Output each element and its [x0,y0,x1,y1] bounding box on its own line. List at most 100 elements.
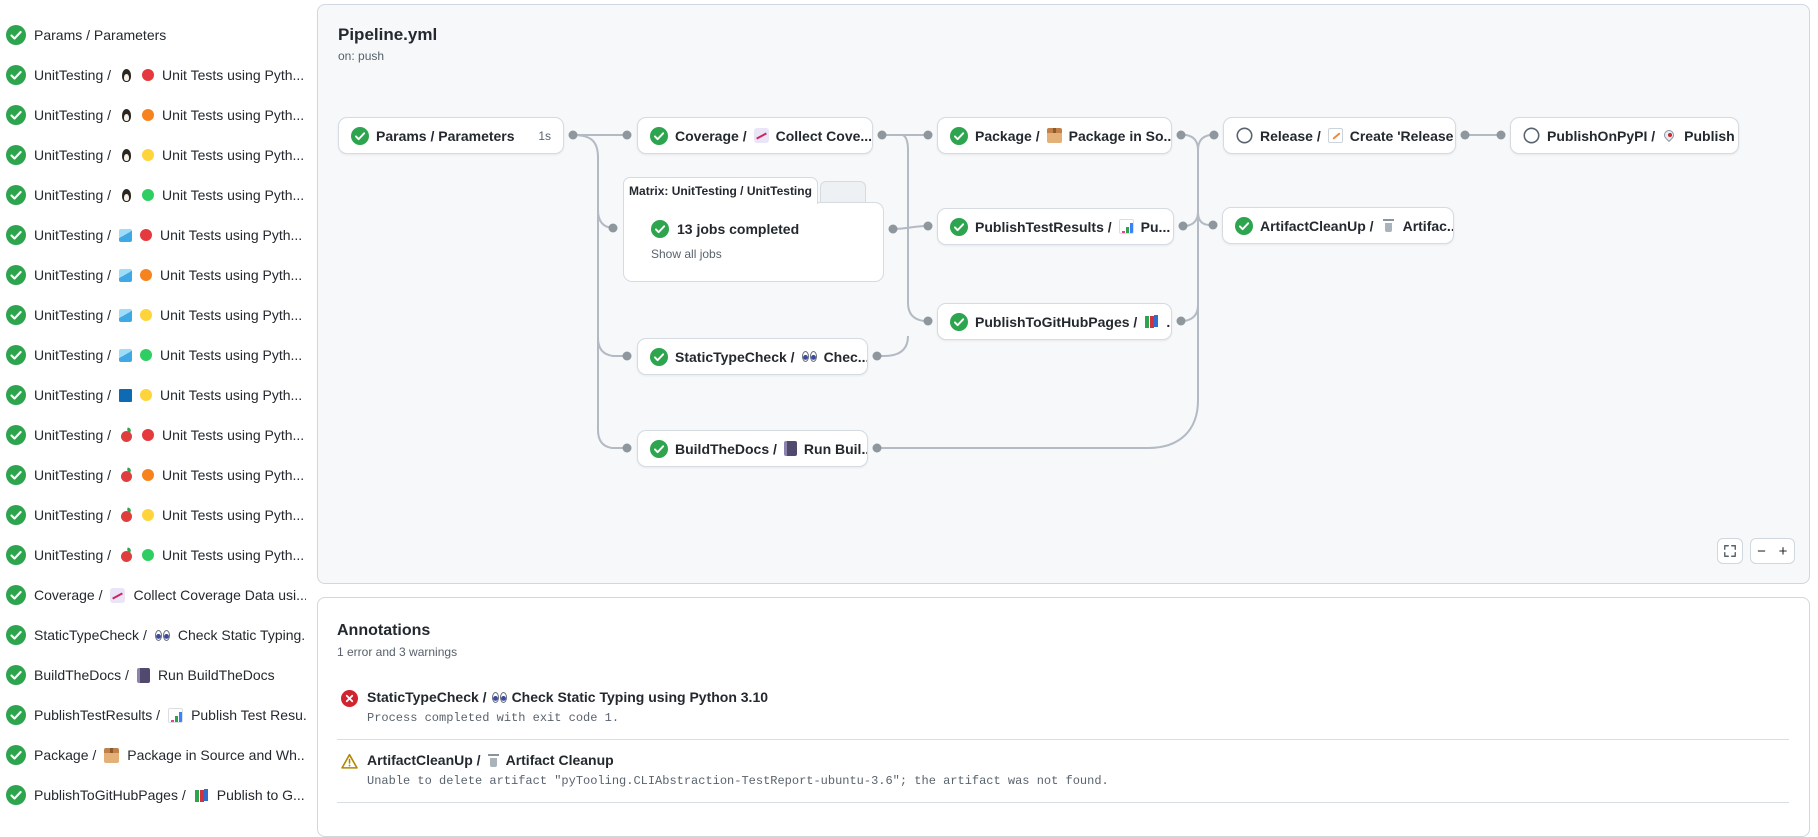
matrix-jobs-count: 13 jobs completed [677,221,800,237]
success-check-icon [6,505,26,525]
python-version-dot [140,389,153,401]
job-node-publishtogithubpages[interactable]: PublishToGitHubPages / ... 13s [937,303,1172,340]
python-version-dot [140,349,153,361]
job-node-coverage[interactable]: Coverage / Collect Cove... 25s [637,117,873,154]
job-duration: 1s [538,128,551,143]
success-check-icon [950,312,968,331]
step-name: Publish Test Resu... [191,707,306,723]
success-check-icon [6,665,26,685]
os-icon [119,148,134,163]
job-name: PublishTestResults / [34,707,161,723]
step-name: Unit Tests using Pyth... [162,547,305,563]
sidebar-job-item[interactable]: PublishTestResults / Publish Test Resu..… [0,695,306,735]
matrix-summary: 13 jobs completed [651,220,883,238]
show-all-jobs-link[interactable]: Show all jobs [651,247,722,261]
sidebar-job-item[interactable]: Coverage / Collect Coverage Data usi... [0,575,306,615]
python-version-dot [142,469,155,481]
success-check-icon [6,785,26,805]
success-check-icon [650,439,668,458]
success-check-icon [6,385,26,405]
sidebar-job-item[interactable]: UnitTesting / Unit Tests using Pyth... [0,495,306,535]
workflow-trigger: on: push [338,49,385,63]
job-name: Package / [34,747,97,763]
annotation-detail: Process completed with exit code 1. [367,711,620,725]
eyes-icon [801,349,817,364]
matrix-secondary-tab[interactable] [820,181,866,204]
job-node-release[interactable]: Release / Create 'Release P... [1223,117,1456,154]
sidebar-job-item[interactable]: UnitTesting / Unit Tests using Pyth... [0,135,306,175]
os-icon [119,68,134,83]
sidebar-job-item[interactable]: StaticTypeCheck / Check Static Typing... [0,615,306,655]
job-node-artifactcleanup[interactable]: ArtifactCleanUp / Artifac... 3s [1222,207,1454,244]
job-node-publishonpypi[interactable]: PublishOnPyPI / Publish to ... [1510,117,1739,154]
node-label-rest: Publish to ... [1684,127,1738,144]
annotation-step: Check Static Typing using Python 3.10 [511,689,769,705]
skipped-circle-icon [1523,127,1540,144]
node-label-rest: ... [1166,313,1171,330]
step-name: Unit Tests using Pyth... [160,227,303,243]
success-check-icon [650,347,668,366]
annotation-step-icon [491,690,507,705]
sidebar-job-item[interactable]: UnitTesting / Unit Tests using Pyth... [0,455,306,495]
sidebar-job-item[interactable]: UnitTesting / Unit Tests using Pyth... [0,335,306,375]
sidebar-job-item[interactable]: Package / Package in Source and Wh... [0,735,306,775]
job-name: UnitTesting / [34,347,112,363]
step-name: Unit Tests using Pyth... [160,267,303,283]
matrix-group-card: 13 jobs completed Show all jobs [623,202,884,282]
job-node-publishtestresults[interactable]: PublishTestResults / Pu... 17s [937,208,1174,245]
sidebar-job-item[interactable]: UnitTesting / Unit Tests using Pyth... [0,535,306,575]
job-node-params[interactable]: Params / Parameters 1s [338,117,564,154]
node-label-rest: Package in So... [1068,127,1172,144]
step-name: Unit Tests using Pyth... [162,147,305,163]
skipped-circle-icon [1236,127,1253,144]
job-node-statictypecheck[interactable]: StaticTypeCheck / Chec... 13s [637,338,868,375]
python-version-dot [142,429,155,441]
sidebar-job-item[interactable]: UnitTesting / Unit Tests using Pyth... [0,255,306,295]
barchart-icon [1118,219,1134,234]
fullscreen-button[interactable] [1717,538,1743,564]
step-name: Unit Tests using Pyth... [160,387,303,403]
job-node-package[interactable]: Package / Package in So... 25s [937,117,1172,154]
step-name: Unit Tests using Pyth... [162,67,305,83]
sidebar-job-item[interactable]: UnitTesting / Unit Tests using Pyth... [0,375,306,415]
step-name: Unit Tests using Pyth... [160,307,303,323]
success-check-icon [6,585,26,605]
success-check-icon [6,465,26,485]
success-check-icon [6,145,26,165]
zoom-out-button[interactable]: − [1750,538,1773,564]
os-icon [119,428,134,443]
job-node-buildthedocs[interactable]: BuildTheDocs / Run Buil... 47s [637,430,868,467]
zoom-in-button[interactable]: + [1772,538,1795,564]
sidebar-job-item[interactable]: UnitTesting / Unit Tests using Pyth... [0,215,306,255]
os-icon [119,468,134,483]
step-name: Unit Tests using Pyth... [162,107,305,123]
sidebar-job-item[interactable]: UnitTesting / Unit Tests using Pyth... [0,175,306,215]
rocket-icon [1662,128,1677,143]
node-label: Package / [975,127,1040,144]
node-label: Params / Parameters [376,127,515,144]
book-icon [783,441,797,456]
sidebar-job-item[interactable]: Params / Parameters [0,15,306,55]
sidebar-job-item[interactable]: BuildTheDocs / Run BuildTheDocs [0,655,306,695]
success-check-icon [351,126,369,145]
python-version-dot [142,189,155,201]
sidebar-job-item[interactable]: UnitTesting / Unit Tests using Pyth... [0,55,306,95]
job-name: UnitTesting / [34,267,112,283]
sidebar-job-item[interactable]: UnitTesting / Unit Tests using Pyth... [0,295,306,335]
sidebar-job-item[interactable]: UnitTesting / Unit Tests using Pyth... [0,95,306,135]
books-icon [1144,314,1159,329]
os-icon [119,508,134,523]
sidebar-job-item[interactable]: PublishToGitHubPages / Publish to G... [0,775,306,815]
job-name: UnitTesting / [34,147,112,163]
step-name: Publish to G... [216,787,305,803]
step-icon [168,707,184,723]
annotation-text: ArtifactCleanUp / Artifact Cleanup Unabl… [367,752,1109,788]
success-check-icon [6,65,26,85]
annotation-job: ArtifactCleanUp / [367,752,481,768]
annotation-step-icon [486,753,501,768]
step-name: Run BuildTheDocs [157,667,275,683]
job-name: UnitTesting / [34,427,112,443]
sidebar-job-item[interactable]: UnitTesting / Unit Tests using Pyth... [0,415,306,455]
job-name: UnitTesting / [34,507,112,523]
matrix-tab[interactable]: Matrix: UnitTesting / UnitTesting [623,177,818,204]
